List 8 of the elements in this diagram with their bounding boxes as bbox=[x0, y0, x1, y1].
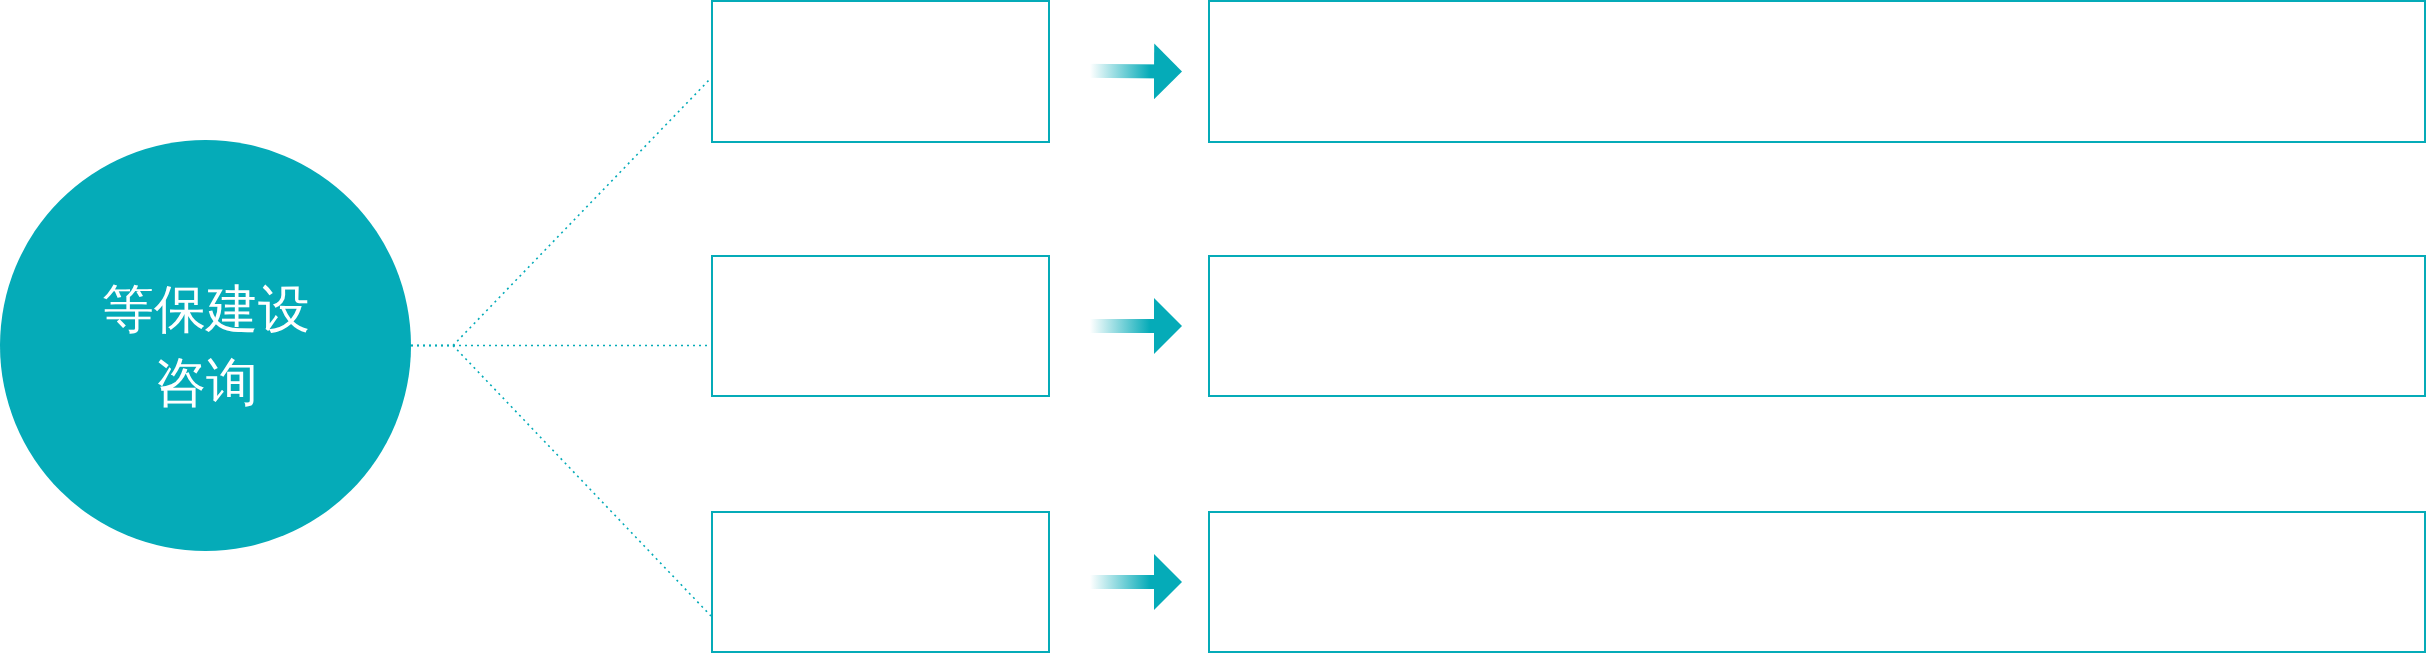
empty-box bbox=[1208, 255, 2426, 397]
empty-box bbox=[1208, 511, 2426, 653]
dotted-connector bbox=[410, 344, 712, 617]
empty-box bbox=[711, 511, 1050, 653]
empty-box bbox=[711, 0, 1050, 143]
topic-label: 等保建设咨询 bbox=[100, 277, 311, 414]
empty-box bbox=[1208, 0, 2426, 143]
empty-box bbox=[711, 255, 1050, 397]
